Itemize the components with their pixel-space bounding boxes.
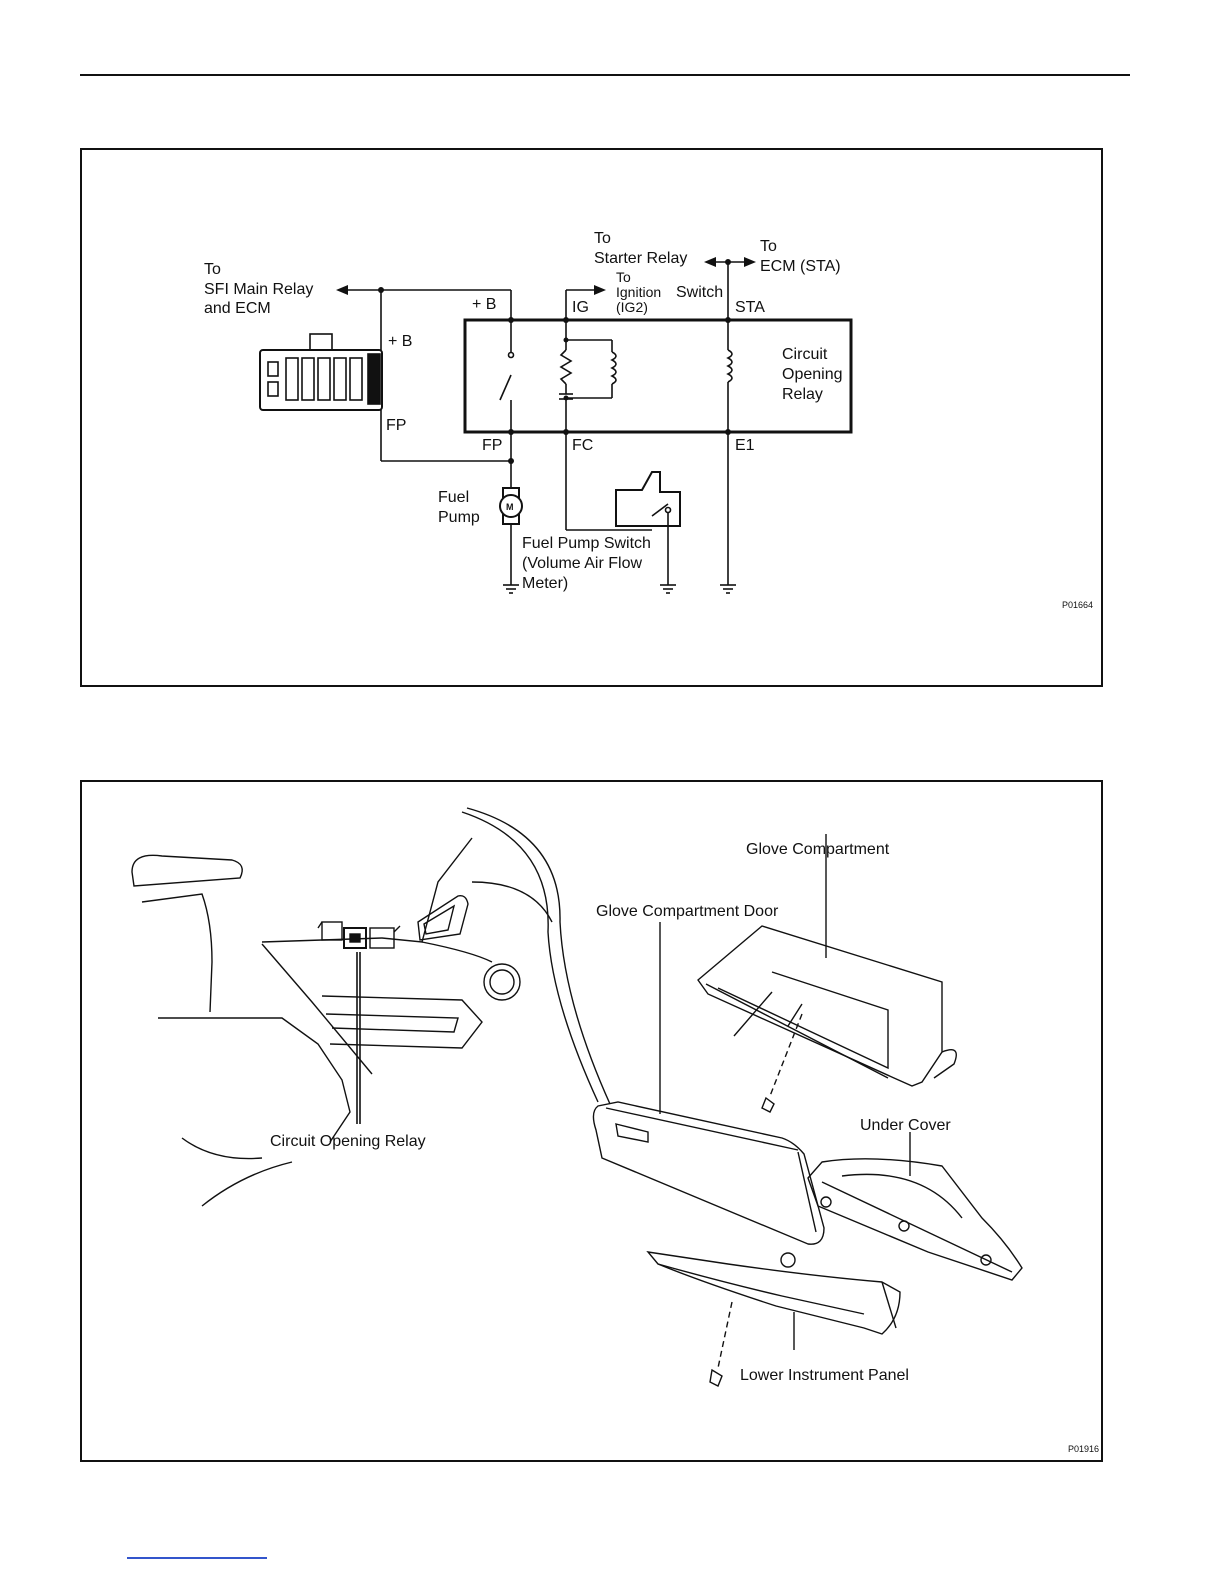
label-to-sfi-2: SFI Main Relay	[204, 281, 313, 298]
label-glove-compartment: Glove Compartment	[746, 841, 890, 858]
terminal-fc: FC	[572, 437, 593, 454]
label-to-ignition-1: To	[616, 269, 631, 285]
switch-label-2: (Volume Air Flow	[522, 555, 642, 572]
relay-label-2: Opening	[782, 366, 843, 383]
label-to-ignition-3: (IG2)	[616, 299, 648, 315]
label-glove-compartment-door: Glove Compartment Door	[596, 903, 779, 920]
wiring-diagram-frame: To SFI Main Relay and ECM To Starter Rel…	[80, 148, 1103, 687]
connector-fp: FP	[386, 417, 406, 434]
label-to-ignition-switch: Switch	[676, 284, 723, 301]
terminal-sta: STA	[735, 299, 765, 316]
relay-label-3: Relay	[782, 386, 823, 403]
under-cover-outline	[808, 1159, 1022, 1280]
fuel-pump-switch	[616, 472, 680, 526]
pillar-outline	[462, 812, 598, 1102]
connector-plus-b: + B	[388, 333, 412, 350]
fuel-pump-label-2: Pump	[438, 509, 480, 526]
terminal-plus-b: + B	[472, 296, 496, 313]
location-diagram: Glove Compartment Glove Compartment Door…	[82, 782, 1101, 1460]
location-diagram-frame: Glove Compartment Glove Compartment Door…	[80, 780, 1103, 1462]
fuel-pump-label-1: Fuel	[438, 489, 469, 506]
lower-panel-outline	[648, 1252, 900, 1334]
glove-compartment-outline	[698, 926, 956, 1086]
label-to-ecm-1: To	[760, 238, 777, 255]
switch-label-1: Fuel Pump Switch	[522, 535, 651, 552]
connector-body	[260, 350, 382, 410]
wiring-diagram: To SFI Main Relay and ECM To Starter Rel…	[82, 150, 1101, 685]
label-to-starter-1: To	[594, 230, 611, 247]
terminal-ig: IG	[572, 299, 589, 316]
terminal-fp: FP	[482, 437, 502, 454]
figure-code: P01916	[1068, 1444, 1099, 1454]
figure-code: P01664	[1062, 600, 1093, 610]
glove-door-outline	[593, 1102, 824, 1244]
header-rule	[80, 74, 1130, 76]
motor-symbol: M	[506, 502, 514, 512]
label-to-ignition-2: Ignition	[616, 284, 661, 300]
label-to-sfi-1: To	[204, 261, 221, 278]
label-to-ecm-2: ECM (STA)	[760, 258, 841, 275]
footer-link-underline[interactable]	[127, 1557, 267, 1559]
label-to-starter-2: Starter Relay	[594, 250, 687, 267]
label-under-cover: Under Cover	[860, 1117, 951, 1134]
label-circuit-opening-relay: Circuit Opening Relay	[270, 1133, 426, 1150]
relay-cluster	[318, 922, 400, 948]
relay-label-1: Circuit	[782, 346, 828, 363]
terminal-e1: E1	[735, 437, 755, 454]
dashboard-outline	[132, 838, 552, 1206]
switch-label-3: Meter)	[522, 575, 568, 592]
label-to-sfi-3: and ECM	[204, 300, 271, 317]
label-lower-instrument-panel: Lower Instrument Panel	[740, 1367, 909, 1384]
